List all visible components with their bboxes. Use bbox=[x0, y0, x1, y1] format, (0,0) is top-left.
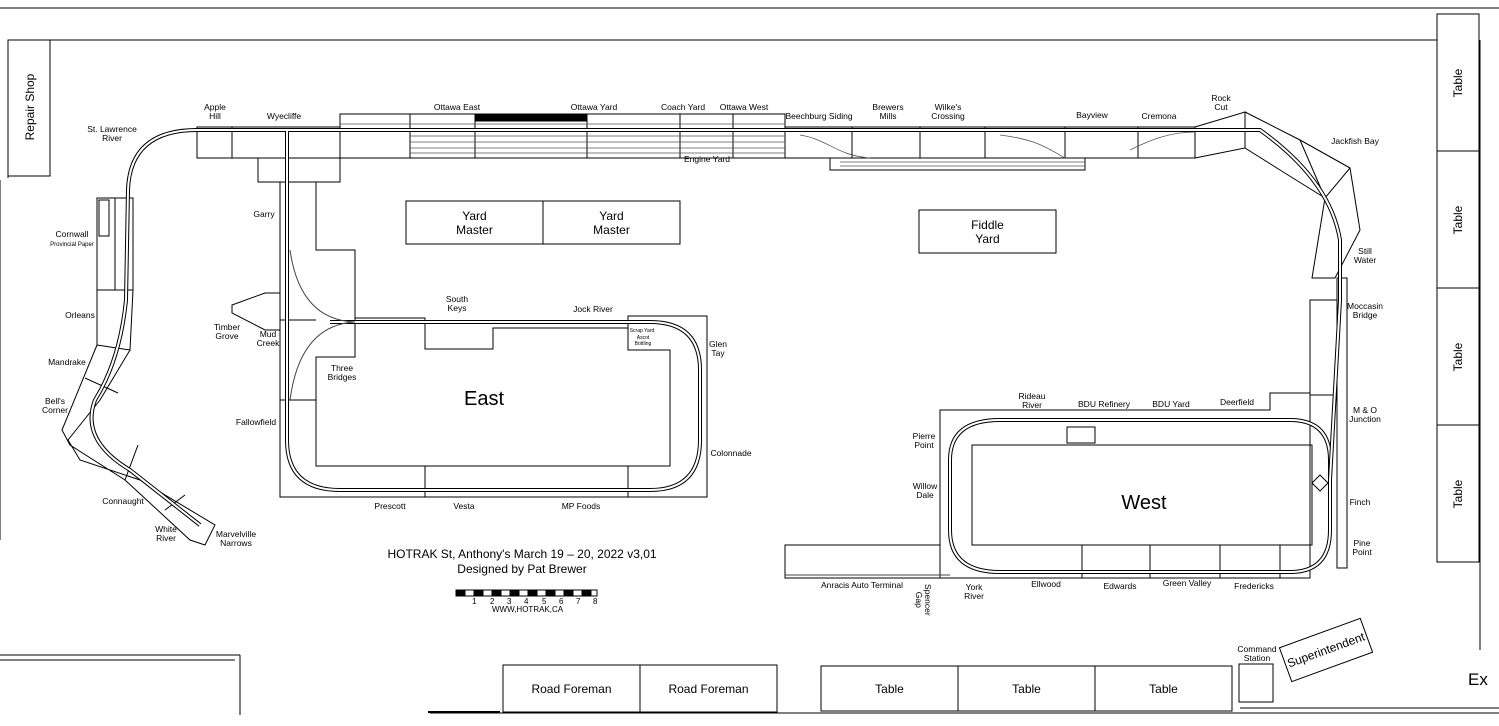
station-label: Marvelville Narrows bbox=[215, 529, 257, 548]
table-label: Table bbox=[1451, 68, 1465, 98]
table-label: Table bbox=[1149, 681, 1178, 696]
table-label: Table bbox=[1451, 205, 1465, 235]
station-label: Ottawa Yard bbox=[570, 102, 618, 112]
scale-tick: 8 bbox=[593, 597, 598, 606]
repair-shop-label: Repair Shop bbox=[23, 73, 37, 141]
designer-credit: Designed by Pat Brewer bbox=[457, 562, 587, 576]
station-label: Moccasin Bridge bbox=[1347, 301, 1383, 320]
yard-master-label: Yard Master bbox=[593, 208, 630, 237]
station-label: Ellwood bbox=[1031, 579, 1061, 589]
command-station-label: Command Station bbox=[1237, 644, 1277, 663]
station-label: Jackfish Bay bbox=[1331, 136, 1379, 146]
east-loop-track bbox=[285, 182, 702, 492]
station-label: Deerfield bbox=[1219, 397, 1255, 407]
station-label: Fallowfield bbox=[235, 417, 277, 427]
layout-title: HOTRAK St, Anthony's March 19 – 20, 2022… bbox=[387, 547, 657, 561]
station-label: Pine Point bbox=[1352, 538, 1372, 557]
station-label: Finch bbox=[1349, 497, 1371, 507]
station-label: Connaught bbox=[102, 496, 144, 506]
scale-tick: 3 bbox=[507, 597, 512, 606]
station-label: Fredericks bbox=[1234, 581, 1274, 591]
scale-tick: 4 bbox=[524, 597, 529, 606]
main-line-track bbox=[89, 128, 1342, 527]
station-label: Wilke's Crossing bbox=[931, 102, 965, 121]
station-label: BDU Yard bbox=[1152, 399, 1190, 409]
station-label: South Keys bbox=[445, 294, 469, 313]
scale-tick: 5 bbox=[542, 597, 547, 606]
west-label: West bbox=[1121, 492, 1167, 514]
scale-tick: 6 bbox=[559, 597, 564, 606]
west-board bbox=[784, 392, 1329, 579]
station-label: Coach Yard bbox=[660, 102, 706, 112]
station-label: Timber Grove bbox=[213, 322, 241, 341]
station-label: Rock Cut bbox=[1211, 93, 1231, 112]
station-label: Vesta bbox=[453, 501, 475, 511]
station-label: Rideau River bbox=[1018, 391, 1046, 410]
repair-shop-box bbox=[7, 39, 51, 177]
station-label: Green Valley bbox=[1162, 578, 1212, 588]
station-label: Still Water bbox=[1353, 246, 1377, 265]
west-loop-track bbox=[785, 418, 1332, 576]
station-label: Cremona bbox=[1141, 111, 1177, 121]
station-label: Spencer Gap bbox=[914, 584, 933, 616]
station-label: Anracis Auto Terminal bbox=[820, 580, 904, 590]
station-label: Three Bridges bbox=[327, 363, 357, 382]
website-label: WWW,HOTRAK,CA bbox=[492, 605, 564, 614]
table-label: Table bbox=[875, 681, 904, 696]
station-label: Mandrake bbox=[48, 357, 86, 367]
station-label: Wyecliffe bbox=[266, 111, 302, 121]
exit-label: Ex bbox=[1468, 670, 1488, 689]
station-label: Glen Tay bbox=[709, 339, 727, 358]
station-label: BDU Refinery bbox=[1078, 399, 1130, 409]
station-label: Mud Creek bbox=[256, 329, 280, 348]
station-label: Jock River bbox=[573, 304, 613, 314]
station-label: White River bbox=[155, 524, 177, 543]
station-label: MP Foods bbox=[561, 501, 601, 511]
room-walls bbox=[0, 7, 1499, 715]
scale-tick: 7 bbox=[576, 597, 581, 606]
station-label: Brewers Mills bbox=[872, 102, 904, 121]
table-label: Table bbox=[1451, 479, 1465, 509]
station-label: Willow Dale bbox=[912, 481, 938, 500]
east-label: East bbox=[463, 388, 505, 410]
station-label: Bell's Corner bbox=[42, 396, 68, 415]
station-label: Garry bbox=[253, 209, 275, 219]
table-label: Table bbox=[1451, 342, 1465, 372]
road-foreman-label: Road Foreman bbox=[668, 681, 749, 696]
top-modules bbox=[196, 111, 1361, 569]
station-label: Colonnade bbox=[710, 448, 752, 458]
station-label: York River bbox=[964, 582, 984, 601]
station-label: Cornwall bbox=[55, 229, 89, 239]
station-label: Apple Hill bbox=[204, 102, 226, 121]
station-label: Prescott bbox=[374, 501, 406, 511]
scale-bar bbox=[455, 589, 598, 597]
station-label: Engine Yard bbox=[684, 154, 730, 164]
scale-tick: 1 bbox=[472, 597, 477, 606]
station-label: Beechburg Siding bbox=[785, 111, 853, 121]
road-foreman-label: Road Foreman bbox=[531, 681, 612, 696]
station-label: Bayview bbox=[1076, 110, 1108, 120]
left-modules bbox=[61, 197, 216, 546]
station-label: M & O Junction bbox=[1349, 405, 1381, 424]
station-label: St. Lawrence River bbox=[87, 124, 137, 143]
station-label: Orleans bbox=[65, 310, 95, 320]
station-label: Scrap Yard bbox=[629, 328, 655, 334]
table-label: Table bbox=[1012, 681, 1041, 696]
station-label: Ascot Bottling bbox=[634, 335, 652, 347]
station-label: Ottawa West bbox=[719, 102, 769, 112]
fiddle-yard-label: Fiddle Yard bbox=[971, 217, 1004, 246]
station-label: Edwards bbox=[1103, 581, 1137, 591]
station-label: Ottawa East bbox=[433, 102, 481, 112]
station-label: Pierre Point bbox=[912, 431, 936, 450]
station-label: Provincial Paper bbox=[50, 242, 94, 248]
yard-master-label: Yard Master bbox=[456, 208, 493, 237]
scale-tick: 2 bbox=[490, 597, 495, 606]
